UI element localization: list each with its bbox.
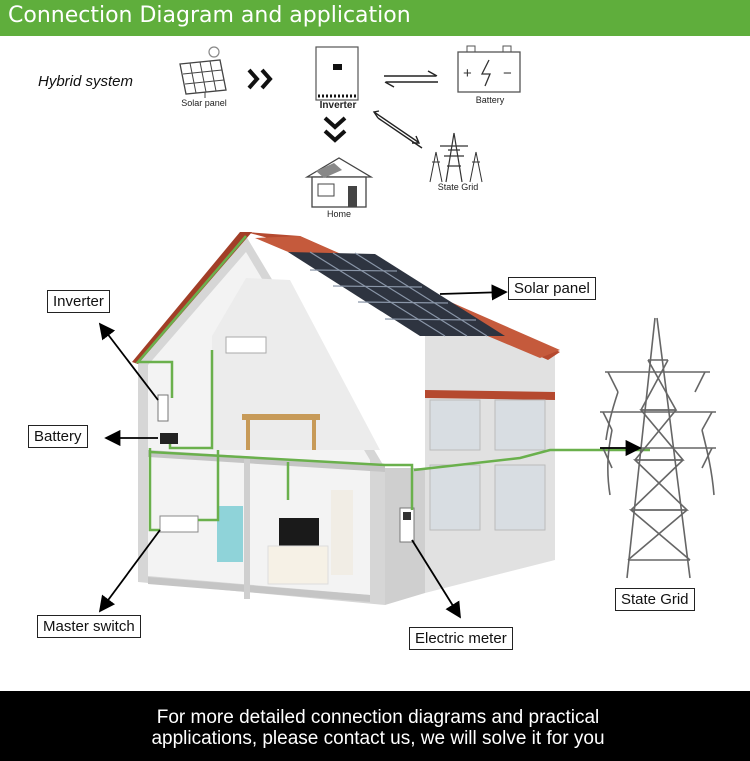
header-bar: Connection Diagram and application [0,0,750,36]
solar-panel-icon [179,46,227,98]
callout-arrows [98,284,642,619]
diagonal-bidirectional-arrow-icon [372,110,423,149]
footer-banner: For more detailed connection diagrams an… [0,691,750,761]
inverter-icon [315,46,359,101]
electric-meter-callout: Electric meter [409,627,513,650]
house-illustration [132,232,560,605]
battery-callout: Battery [28,425,88,448]
small-power-tower-icon [429,132,483,183]
state-grid-caption: State Grid [437,182,479,192]
double-chevron-right-icon [247,68,273,90]
svg-text:−: − [503,65,512,82]
svg-text:+: + [463,65,472,82]
hybrid-system-label: Hybrid system [38,73,134,90]
footer-line-1: For more detailed connection diagrams an… [156,707,600,728]
diagram-canvas: + − [98,45,716,619]
home-caption: Home [326,209,351,219]
inverter-caption: Inverter [319,100,357,111]
solar-panel-caption: Solar panel [181,98,227,108]
home-icon [304,157,374,208]
state-grid-callout: State Grid [615,588,695,611]
footer-text: For more detailed connection diagrams an… [0,707,750,749]
bidirectional-arrow-icon [384,70,438,88]
battery-icon: + − [457,45,521,93]
master-switch-callout: Master switch [37,615,141,638]
footer-line-2: applications, please contact us, we will… [151,728,605,749]
solar-panel-callout: Solar panel [508,277,596,300]
battery-caption: Battery [475,95,505,105]
wiring [135,235,650,532]
inverter-callout: Inverter [47,290,110,313]
double-chevron-down-icon [323,116,347,143]
page-title: Connection Diagram and application [8,3,411,28]
